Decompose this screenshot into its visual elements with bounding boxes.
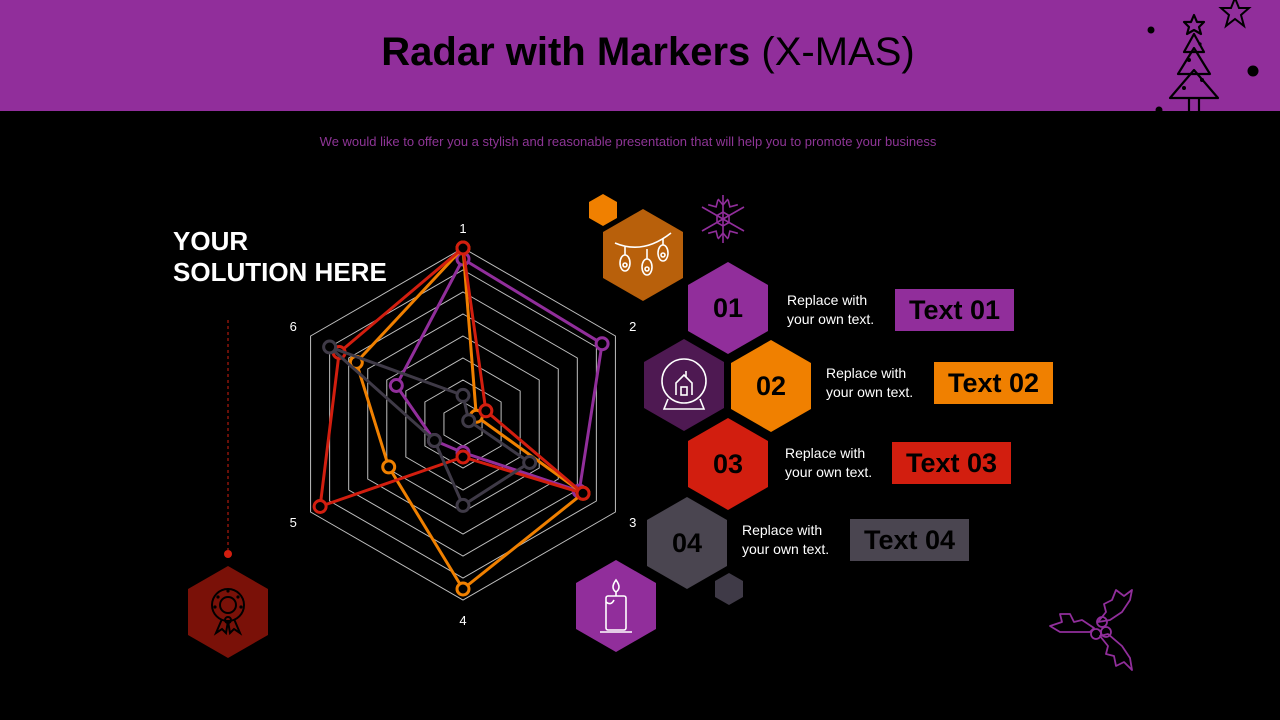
header-bar [0,0,1280,111]
text-tag-02: Text 02 [934,362,1053,404]
radar-marker [455,240,471,256]
radar-marker [478,403,494,419]
radar-marker [455,387,471,403]
holly-icon [1049,589,1133,671]
radar-marker [312,499,328,514]
title-rest: (X-MAS) [761,30,915,74]
title-bold: Radar with Markers [381,30,751,74]
item-number-02: 02 [755,370,787,401]
item-number-03: 03 [712,448,744,479]
wreath-icon [211,588,245,636]
radar-axis-label: 1 [459,221,466,236]
radar-marker [455,497,471,513]
candle-icon [600,578,632,633]
radar-axis-label: 3 [629,515,636,530]
radar-marker [388,378,404,393]
radar-ring [405,357,521,491]
christmas-lights-icon [614,232,672,276]
radar-ring [367,313,559,535]
subtitle: We would like to offer you a stylish and… [319,134,937,149]
radar-marker [426,433,442,448]
christmas-tree-icon [1147,13,1259,114]
radar-ring [424,379,502,469]
item-number-01: 01 [712,292,744,323]
star-icon [1218,0,1252,29]
radar-marker [575,485,591,501]
ornament-string [224,320,232,558]
heading-line-1: YOUR [173,226,249,256]
snowflake-icon [701,195,745,243]
page-title: Radar with Markers (X-MAS) [0,30,1280,75]
radar-marker [455,581,471,597]
radar-axis-labels: 1 2 3 4 5 6 [290,221,637,628]
radar-axis-label: 6 [290,319,297,334]
radar-axis-label: 5 [290,515,297,530]
radar-ring [310,247,616,601]
radar-marker [594,336,610,352]
item-number-04: 04 [671,527,703,558]
radar-ring [348,291,578,557]
heading-line-2: SOLUTION HERE [173,257,387,287]
snow-globe-icon [661,358,707,410]
radar-series-line [394,257,604,493]
radar-axis-label: 4 [459,613,466,628]
radar-marker [322,339,338,355]
solution-heading: YOUR SOLUTION HERE [173,226,387,288]
text-tag-01: Text 01 [895,289,1014,331]
radar-marker [455,449,471,465]
text-tag-04: Text 04 [850,519,969,561]
small-orange-hexagon [589,194,617,226]
text-tag-03: Text 03 [892,442,1011,484]
radar-marker [461,413,477,429]
radar-marker [522,455,538,470]
radar-axis-label: 2 [629,319,636,334]
radar-marker [381,459,397,475]
radar-series [312,240,610,597]
